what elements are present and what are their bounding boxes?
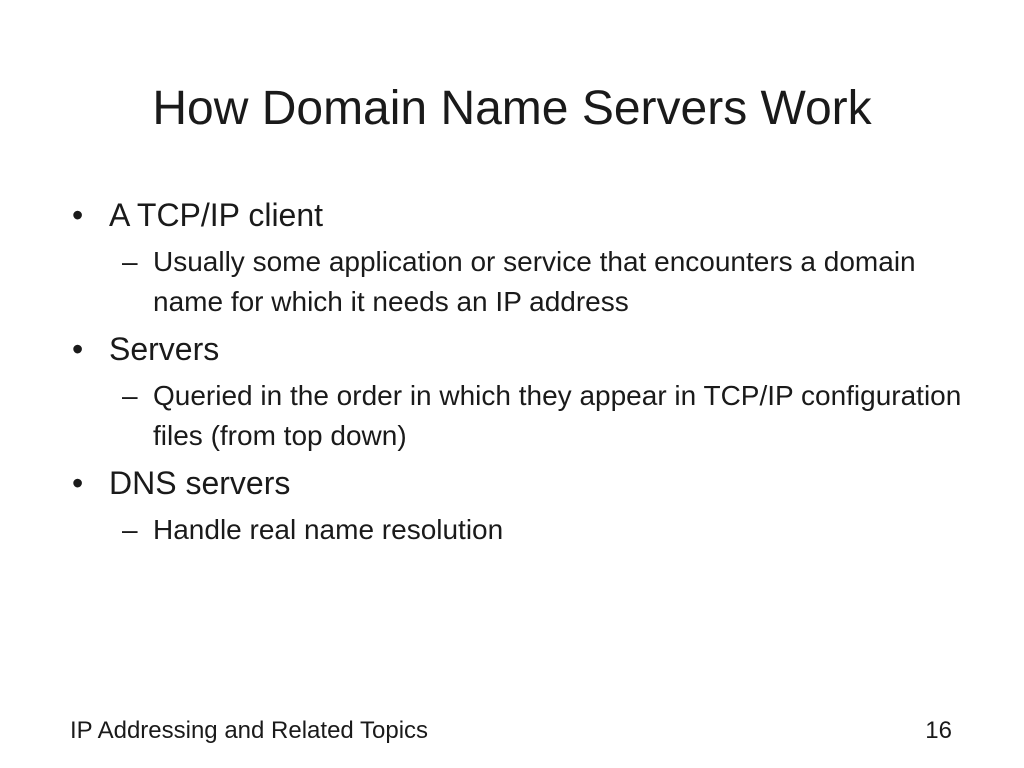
sub-bullet-text: Handle real name resolution: [153, 514, 504, 545]
page-number: 16: [925, 717, 952, 744]
bullet-text: Servers: [109, 331, 220, 367]
slide-content: • A TCP/IP client – Usually some applica…: [72, 194, 972, 556]
sub-bullet-marker: –: [122, 246, 138, 277]
bullet-text: A TCP/IP client: [109, 197, 324, 233]
bullet-item: • DNS servers: [72, 462, 972, 504]
slide-title: How Domain Name Servers Work: [152, 82, 872, 135]
sub-bullet-item: – Usually some application or service th…: [72, 242, 972, 322]
sub-bullet-text: Usually some application or service that…: [153, 246, 916, 317]
bullet-item: • A TCP/IP client: [72, 194, 972, 236]
bullet-marker: •: [72, 465, 84, 501]
sub-bullet-item: – Handle real name resolution: [72, 510, 972, 550]
bullet-marker: •: [72, 197, 84, 233]
bullet-text: DNS servers: [109, 465, 291, 501]
footer-title: IP Addressing and Related Topics: [70, 717, 429, 744]
sub-bullet-text: Queried in the order in which they appea…: [153, 380, 962, 451]
sub-bullet-marker: –: [122, 514, 138, 545]
bullet-marker: •: [72, 331, 84, 367]
bullet-item: • Servers: [72, 328, 972, 370]
sub-bullet-item: – Queried in the order in which they app…: [72, 376, 972, 456]
sub-bullet-marker: –: [122, 380, 138, 411]
